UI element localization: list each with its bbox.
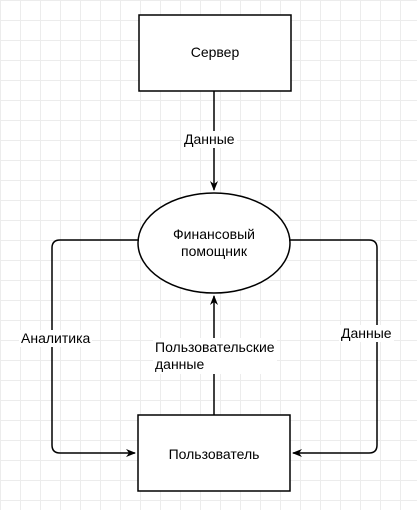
edge-label-right-data: Данные [339,325,394,342]
edge-label-analytics: Аналитика [19,330,93,347]
edge-label-user-data-line2: данные [155,356,205,372]
server-label: Сервер [190,44,240,60]
server-node[interactable] [138,14,292,92]
edge-label-user-data-line1: Пользовательские [155,339,275,355]
user-label: Пользователь [168,446,260,462]
assistant-label-line2: помощник [181,243,247,259]
edge-assistant-to-user-right [289,239,378,457]
assistant-label-line1: Финансовый [173,226,255,242]
assistant-node[interactable] [137,192,291,294]
edge-label-server-data: Данные [182,131,237,148]
edge-label-user-data: Пользовательские данные [153,338,277,374]
assistant-label: Финансовый помощник [140,226,288,260]
